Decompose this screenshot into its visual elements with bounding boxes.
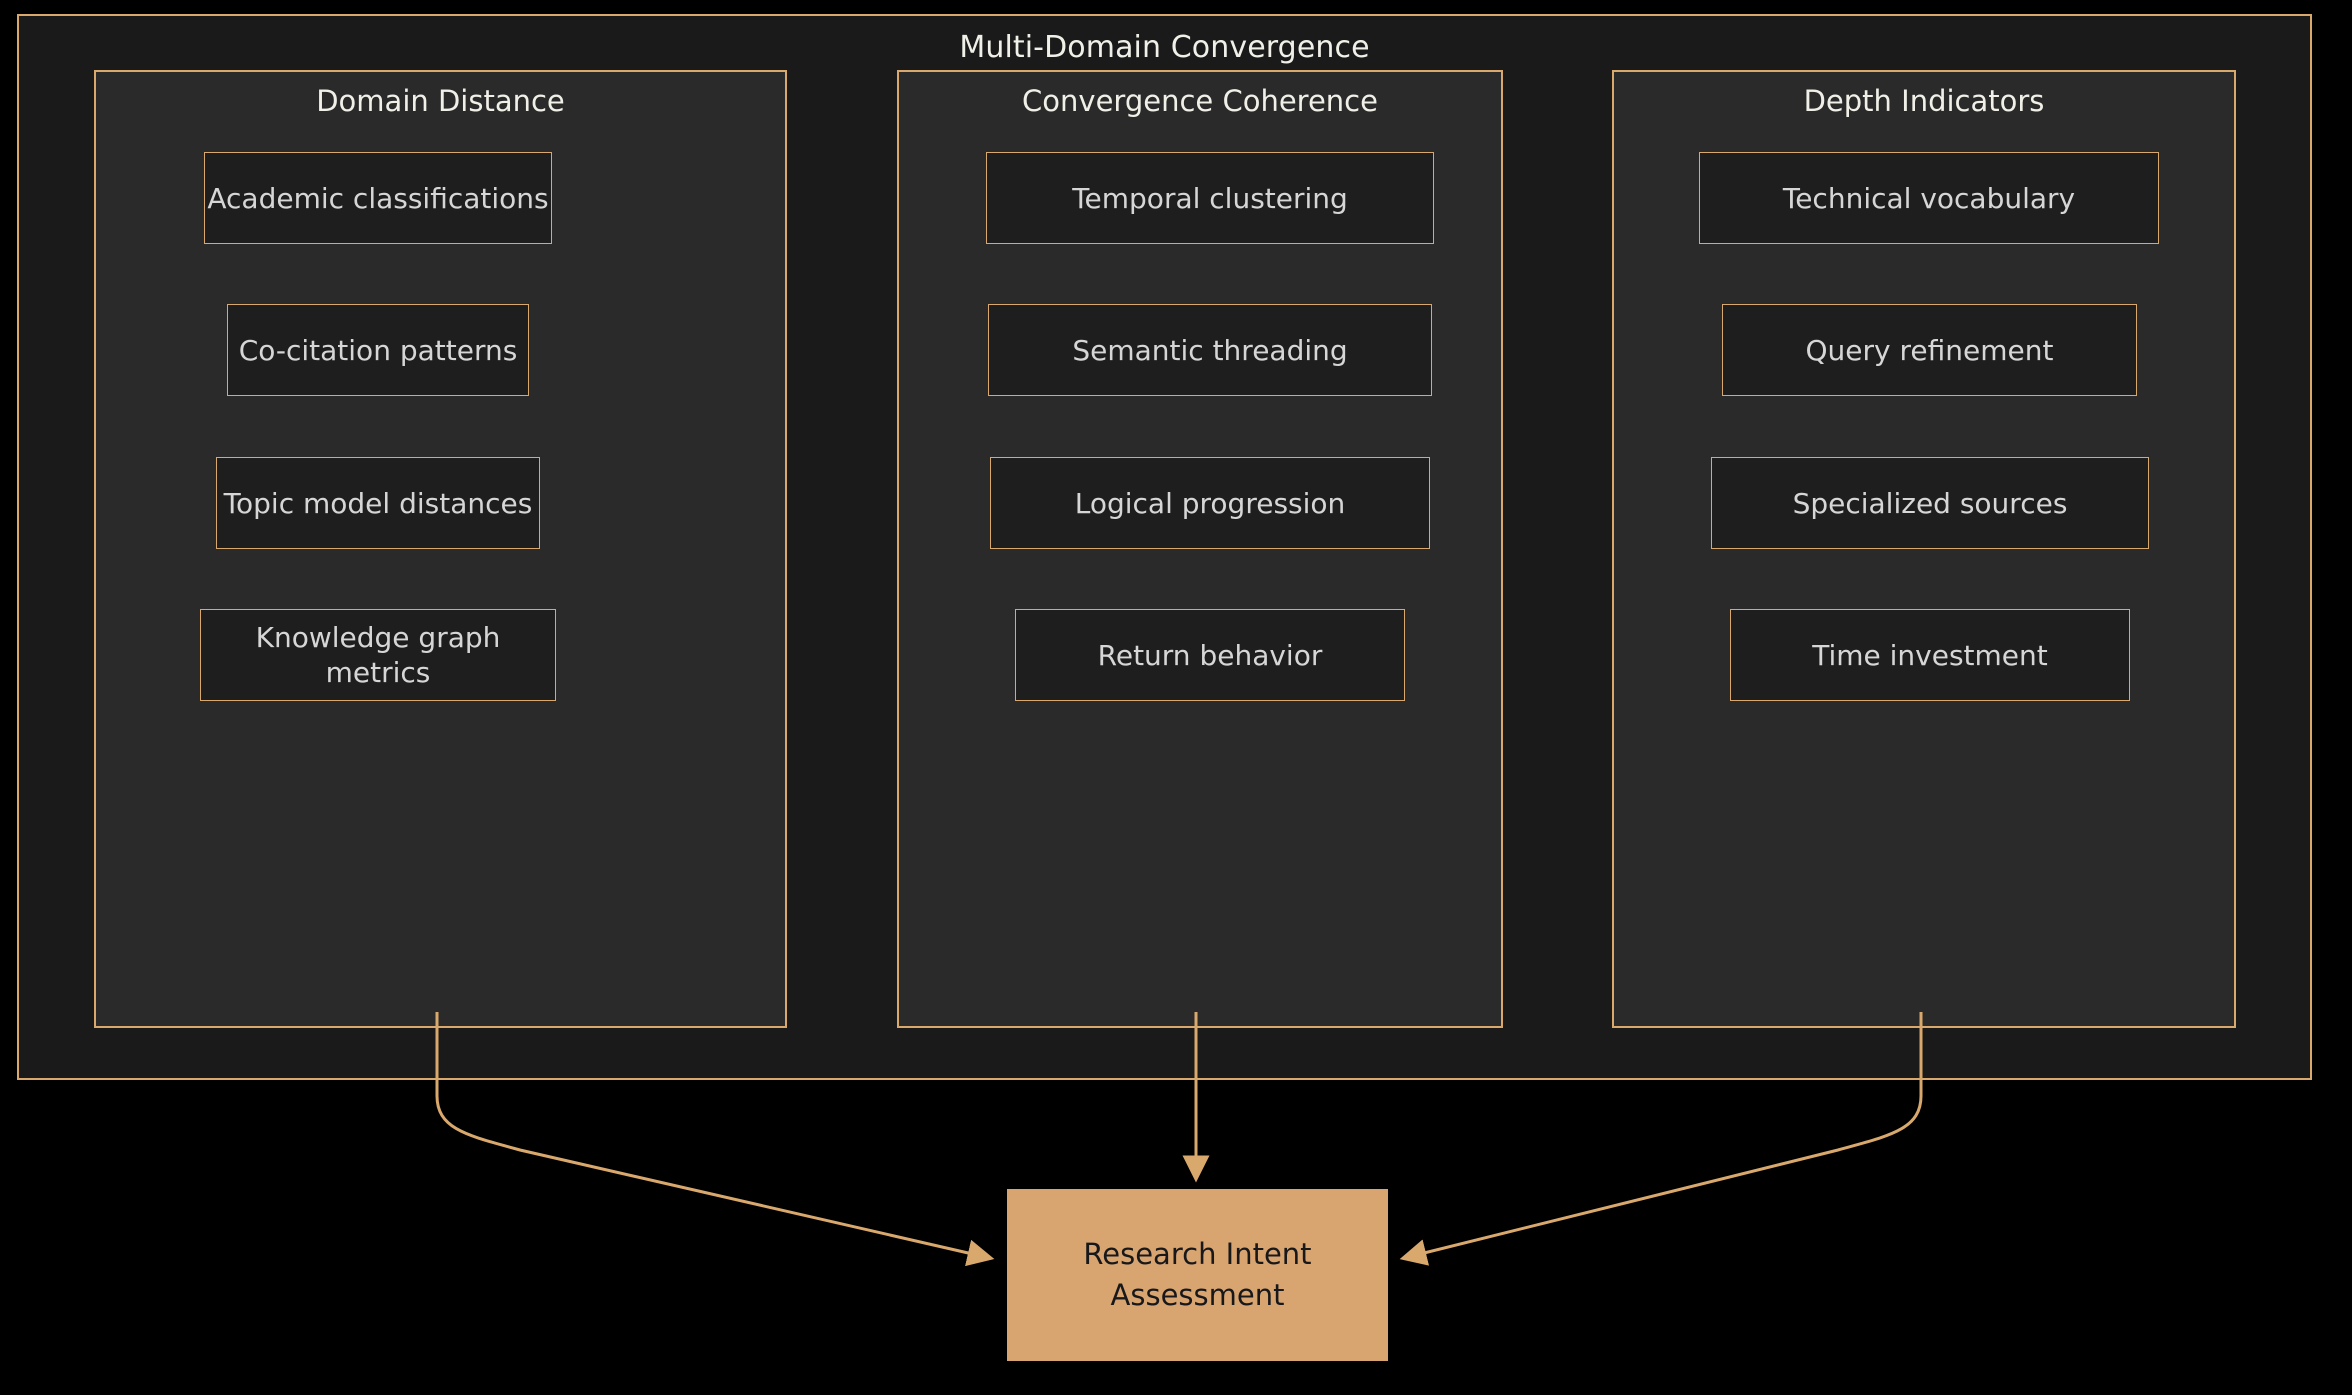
node-label: Academic classifications — [207, 181, 549, 215]
node-topic-model-distances[interactable]: Topic model distances — [216, 457, 540, 549]
subgraph-convergence-coherence: Convergence Coherence Temporal clusterin… — [897, 70, 1503, 1028]
node-semantic-threading[interactable]: Semantic threading — [988, 304, 1432, 396]
node-label: Topic model distances — [223, 486, 533, 520]
node-technical-vocabulary[interactable]: Technical vocabulary — [1699, 152, 2159, 244]
node-label: Query refinement — [1805, 333, 2054, 367]
node-knowledge-graph-metrics[interactable]: Knowledge graph metrics — [200, 609, 556, 701]
node-label: Co-citation patterns — [238, 333, 518, 367]
node-label: Temporal clustering — [1072, 181, 1348, 215]
node-logical-progression[interactable]: Logical progression — [990, 457, 1430, 549]
node-return-behavior[interactable]: Return behavior — [1015, 609, 1405, 701]
node-temporal-clustering[interactable]: Temporal clustering — [986, 152, 1434, 244]
subgraph-domain-distance: Domain Distance Academic classifications… — [94, 70, 787, 1028]
node-time-investment[interactable]: Time investment — [1730, 609, 2130, 701]
subgraph-title-convergence-coherence: Convergence Coherence — [1022, 84, 1378, 118]
node-specialized-sources[interactable]: Specialized sources — [1711, 457, 2149, 549]
result-label-line-2: Assessment — [1110, 1278, 1285, 1312]
subgraph-title-depth-indicators: Depth Indicators — [1803, 84, 2045, 118]
outer-container-multi-domain-convergence: Multi-Domain Convergence Domain Distance… — [17, 14, 2312, 1080]
node-academic-classifications[interactable]: Academic classifications — [204, 152, 552, 244]
node-label: Technical vocabulary — [1782, 181, 2076, 215]
node-research-intent-assessment[interactable]: Research Intent Assessment — [1007, 1189, 1388, 1361]
node-query-refinement[interactable]: Query refinement — [1722, 304, 2137, 396]
node-label: Semantic threading — [1072, 333, 1348, 367]
node-label: Specialized sources — [1792, 486, 2068, 520]
diagram-title: Multi-Domain Convergence — [959, 30, 1370, 65]
subgraph-title-domain-distance: Domain Distance — [316, 84, 565, 118]
node-label: Time investment — [1812, 638, 2048, 672]
node-label: Knowledge graph metrics — [255, 621, 501, 689]
subgraph-depth-indicators: Depth Indicators Technical vocabulary Qu… — [1612, 70, 2236, 1028]
node-label: Logical progression — [1074, 486, 1346, 520]
result-label-line-1: Research Intent — [1083, 1237, 1312, 1272]
node-label: Return behavior — [1097, 638, 1323, 672]
node-co-citation-patterns[interactable]: Co-citation patterns — [227, 304, 529, 396]
